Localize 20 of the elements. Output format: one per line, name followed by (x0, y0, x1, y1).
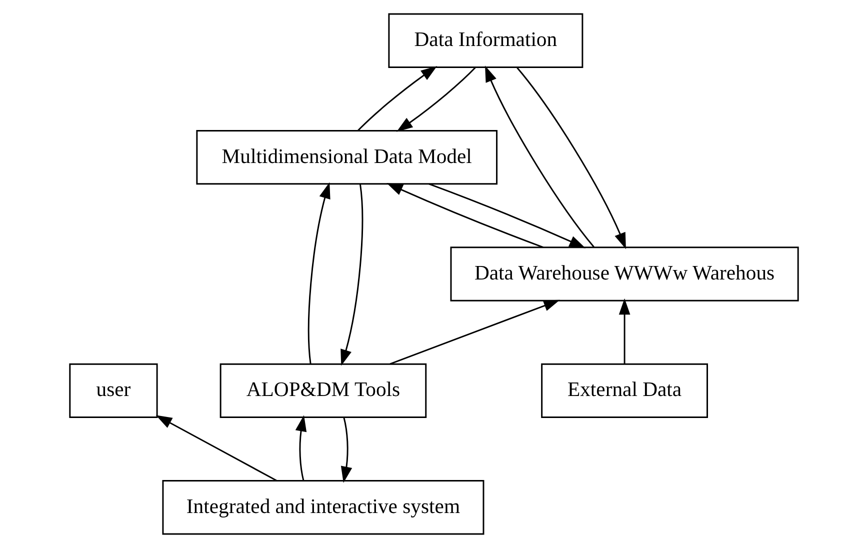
node-box: ALOP&DM Tools (220, 363, 427, 418)
arrow (340, 417, 352, 483)
node-box: External Data (541, 363, 708, 418)
node-box: Integrated and interactive system (162, 480, 484, 535)
arrow (396, 66, 476, 132)
node-box: user (69, 363, 158, 418)
arrow (340, 184, 364, 366)
node-box: Data Information (388, 13, 584, 68)
arrow (357, 66, 438, 132)
arrow (516, 67, 626, 250)
arrow (428, 183, 586, 248)
arrow (390, 300, 560, 365)
node-box: Multidimensional Data Model (196, 130, 498, 185)
arrow (156, 415, 278, 482)
arrow (485, 66, 594, 248)
arrow (386, 183, 544, 248)
arrow (295, 415, 307, 481)
arrow (308, 182, 330, 364)
node-box: Data Warehouse WWWw Warehous (450, 246, 799, 302)
arrow (618, 298, 630, 364)
